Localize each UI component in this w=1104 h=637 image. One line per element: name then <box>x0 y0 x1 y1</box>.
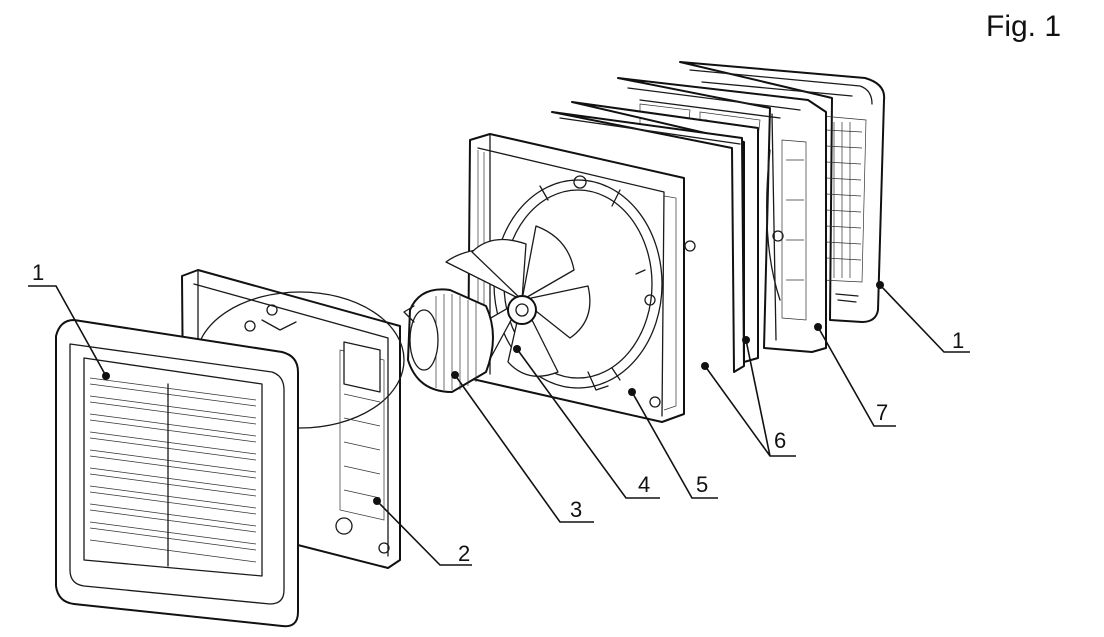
label-gaskets: 6 <box>774 428 786 453</box>
label-motor: 3 <box>570 497 582 522</box>
front-grille <box>55 319 299 628</box>
leader-lines <box>28 284 970 566</box>
label-shutter-frame: 7 <box>876 400 888 425</box>
label-rear-grille: 1 <box>952 328 964 353</box>
label-housing: 5 <box>696 472 708 497</box>
figure-caption: Fig. 1 <box>986 10 1061 43</box>
label-front-grille: 1 <box>32 260 44 285</box>
motor <box>403 288 494 393</box>
label-control-board: 2 <box>458 541 470 566</box>
rear-grille <box>679 61 886 323</box>
gasket-pair <box>551 101 759 373</box>
label-impeller: 4 <box>638 472 650 497</box>
shutter-frame <box>617 77 827 353</box>
